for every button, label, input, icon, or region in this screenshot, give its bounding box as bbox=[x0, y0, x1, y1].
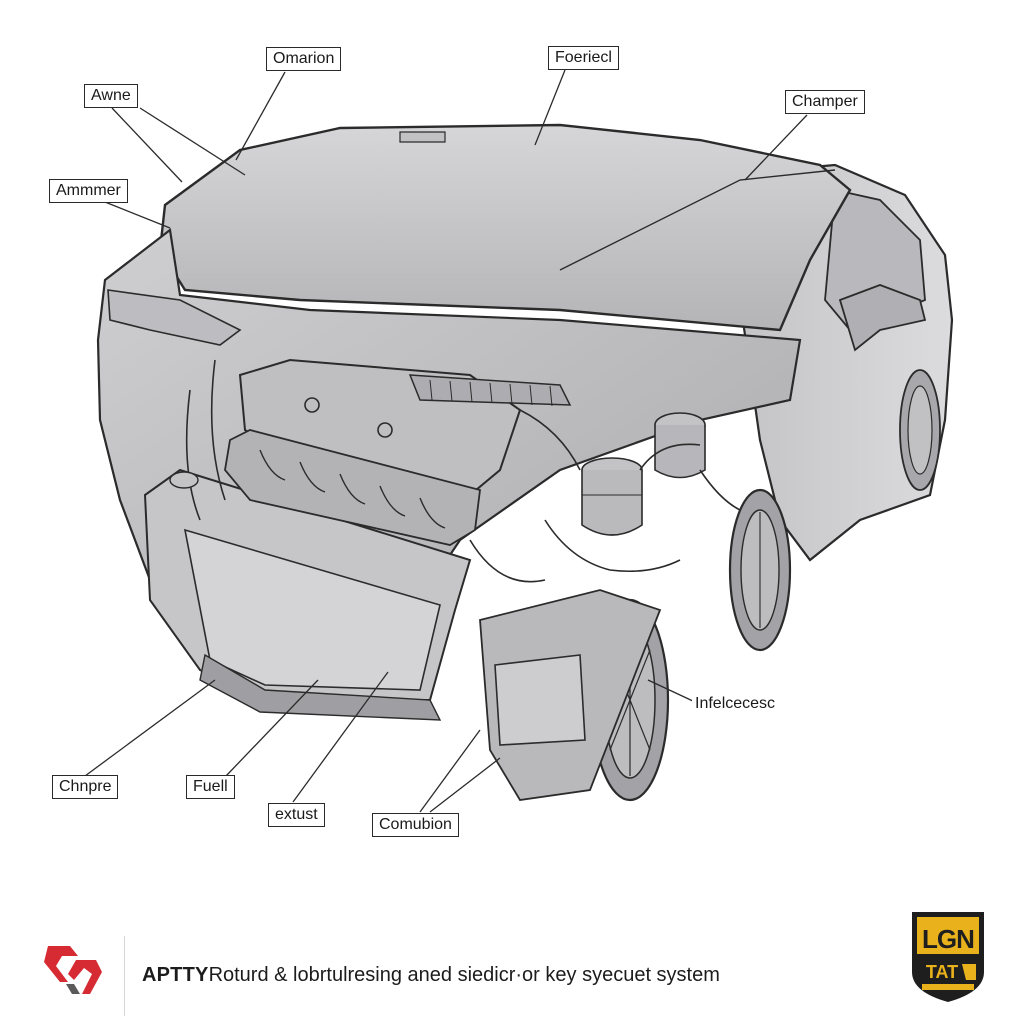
bumper-corner-block bbox=[494, 654, 586, 746]
brake-booster bbox=[654, 412, 706, 479]
engine-cover-bolt-2 bbox=[377, 422, 393, 438]
label-chnpre: Chnpre bbox=[52, 775, 119, 799]
lower-lip bbox=[199, 653, 442, 721]
label-infelcecesc: Infelcecesc bbox=[692, 692, 779, 716]
side-mirror bbox=[838, 284, 927, 352]
label-fuell: Fuell bbox=[186, 775, 235, 799]
footer-caption: APTTYRoturd & lobrtulresing aned siedicr… bbox=[142, 964, 720, 987]
coolant-reservoir bbox=[581, 457, 643, 536]
label-foeriecl: Foeriecl bbox=[548, 46, 619, 70]
label-omarion: Omarion bbox=[266, 47, 342, 71]
label-awne: Awne bbox=[84, 84, 138, 108]
intake-manifold bbox=[224, 429, 481, 546]
label-comubion: Comubion bbox=[372, 813, 459, 837]
footer-caption-text: Roturd & lobrtulresing aned siedicr·or k… bbox=[208, 964, 720, 986]
grille-inner bbox=[183, 528, 441, 691]
radiator-overflow-cap bbox=[169, 471, 199, 489]
headlight-left bbox=[107, 289, 242, 346]
label-ammmer: Ammmer bbox=[49, 179, 128, 203]
badge-letters: LGN bbox=[922, 924, 974, 954]
hoses bbox=[185, 359, 741, 583]
engine-cover-bolt-1 bbox=[304, 397, 320, 413]
hood-vent bbox=[399, 131, 446, 143]
shield-badge: LGN TAT bbox=[912, 912, 984, 1002]
footer-divider bbox=[124, 936, 125, 1016]
brand-logo bbox=[44, 946, 102, 994]
badge-line1: TAT bbox=[926, 962, 958, 982]
hood-panel bbox=[158, 123, 852, 332]
label-extust: extust bbox=[268, 803, 325, 827]
callout-leaders bbox=[84, 69, 808, 813]
intake-runners bbox=[259, 449, 446, 529]
footer-brand: APTTY bbox=[142, 964, 209, 986]
rail-ribs bbox=[429, 379, 553, 407]
label-champer-top: Champer bbox=[785, 90, 865, 114]
hood-crease bbox=[559, 169, 836, 271]
far-wheel bbox=[899, 369, 941, 491]
rear-wheel bbox=[728, 488, 792, 652]
